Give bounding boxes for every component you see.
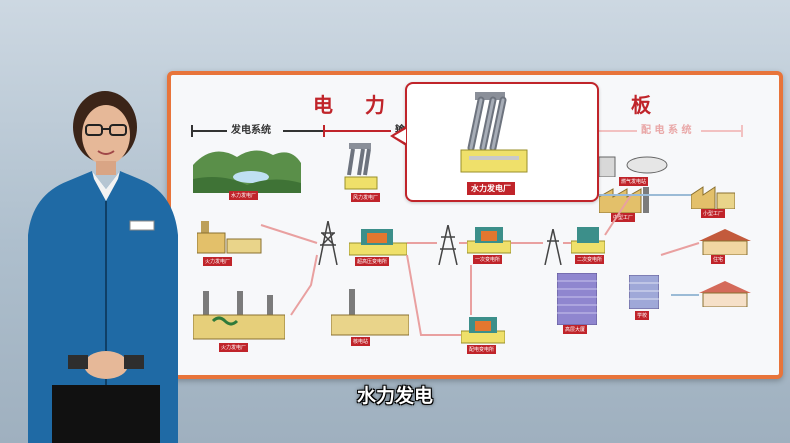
callout-tail-inner bbox=[394, 129, 406, 143]
house-icon bbox=[699, 229, 751, 255]
main-substation-icon bbox=[349, 229, 407, 256]
building-label: 高层大厦 bbox=[563, 325, 588, 334]
video-subtitle: 水力发电 bbox=[356, 385, 433, 407]
school-label: 学校 bbox=[635, 311, 650, 320]
apartment-icon bbox=[629, 275, 659, 309]
hydro-landscape bbox=[193, 150, 301, 193]
dist-line-left bbox=[597, 130, 637, 132]
gas-station-label: 燃气发电站 bbox=[619, 177, 649, 186]
thermal-bottom-label: 火力发电厂 bbox=[219, 343, 249, 352]
coal-mid-label: 火力发电厂 bbox=[203, 257, 233, 266]
wind-top-label: 风力发电厂 bbox=[351, 193, 381, 202]
factory-label: 中型工厂 bbox=[611, 213, 636, 222]
gen-line-left bbox=[191, 130, 227, 132]
houses-label: 住宅 bbox=[711, 255, 726, 264]
trans-line bbox=[325, 130, 391, 132]
dist-line-end bbox=[741, 125, 743, 137]
substation-a-label: 一次变电所 bbox=[473, 255, 503, 264]
dam-icon bbox=[344, 143, 378, 190]
nuclear-bottom-label: 核电站 bbox=[351, 337, 371, 346]
substation-b-icon bbox=[571, 227, 605, 254]
small-factory-icon bbox=[691, 186, 735, 209]
house-icon-2 bbox=[699, 281, 751, 307]
coal-plant-icon bbox=[197, 221, 262, 254]
transmission-tower-icon bbox=[318, 221, 338, 265]
board-title-char-1: 电 bbox=[313, 93, 333, 117]
substation-c-label: 配电变电所 bbox=[467, 345, 497, 354]
callout-label: 水力发电厂 bbox=[467, 182, 515, 195]
section-distribution-label: 配 电 系 统 bbox=[641, 125, 692, 136]
gas-station-icon bbox=[599, 156, 668, 177]
substation-c-icon bbox=[461, 317, 505, 344]
thermal-plant-icon bbox=[193, 291, 285, 340]
gen-line-right bbox=[283, 130, 323, 132]
transmission-tower-icon-3 bbox=[544, 229, 562, 265]
trans-line-start bbox=[323, 125, 325, 137]
section-generation-label: 发电系统 bbox=[231, 125, 271, 136]
hydro-top-label: 水力发电厂 bbox=[229, 191, 259, 200]
board-title-char-2: 力 bbox=[365, 93, 385, 117]
hydro-dam-icon bbox=[460, 92, 528, 173]
highrise-building-icon bbox=[557, 273, 597, 325]
substation-b-label: 二次变电所 bbox=[575, 255, 605, 264]
dist-line-right bbox=[701, 130, 743, 132]
transmission-tower-icon-2 bbox=[438, 225, 458, 265]
small-factory-label: 小型工厂 bbox=[701, 209, 726, 218]
nuclear-plant-icon bbox=[331, 289, 409, 336]
power-wires bbox=[260, 194, 700, 336]
main-substation-label: 超高压变电所 bbox=[355, 257, 390, 266]
presenter-figure bbox=[28, 91, 178, 443]
board-title-char-3: 板 bbox=[631, 93, 651, 117]
substation-a-icon bbox=[467, 227, 511, 254]
